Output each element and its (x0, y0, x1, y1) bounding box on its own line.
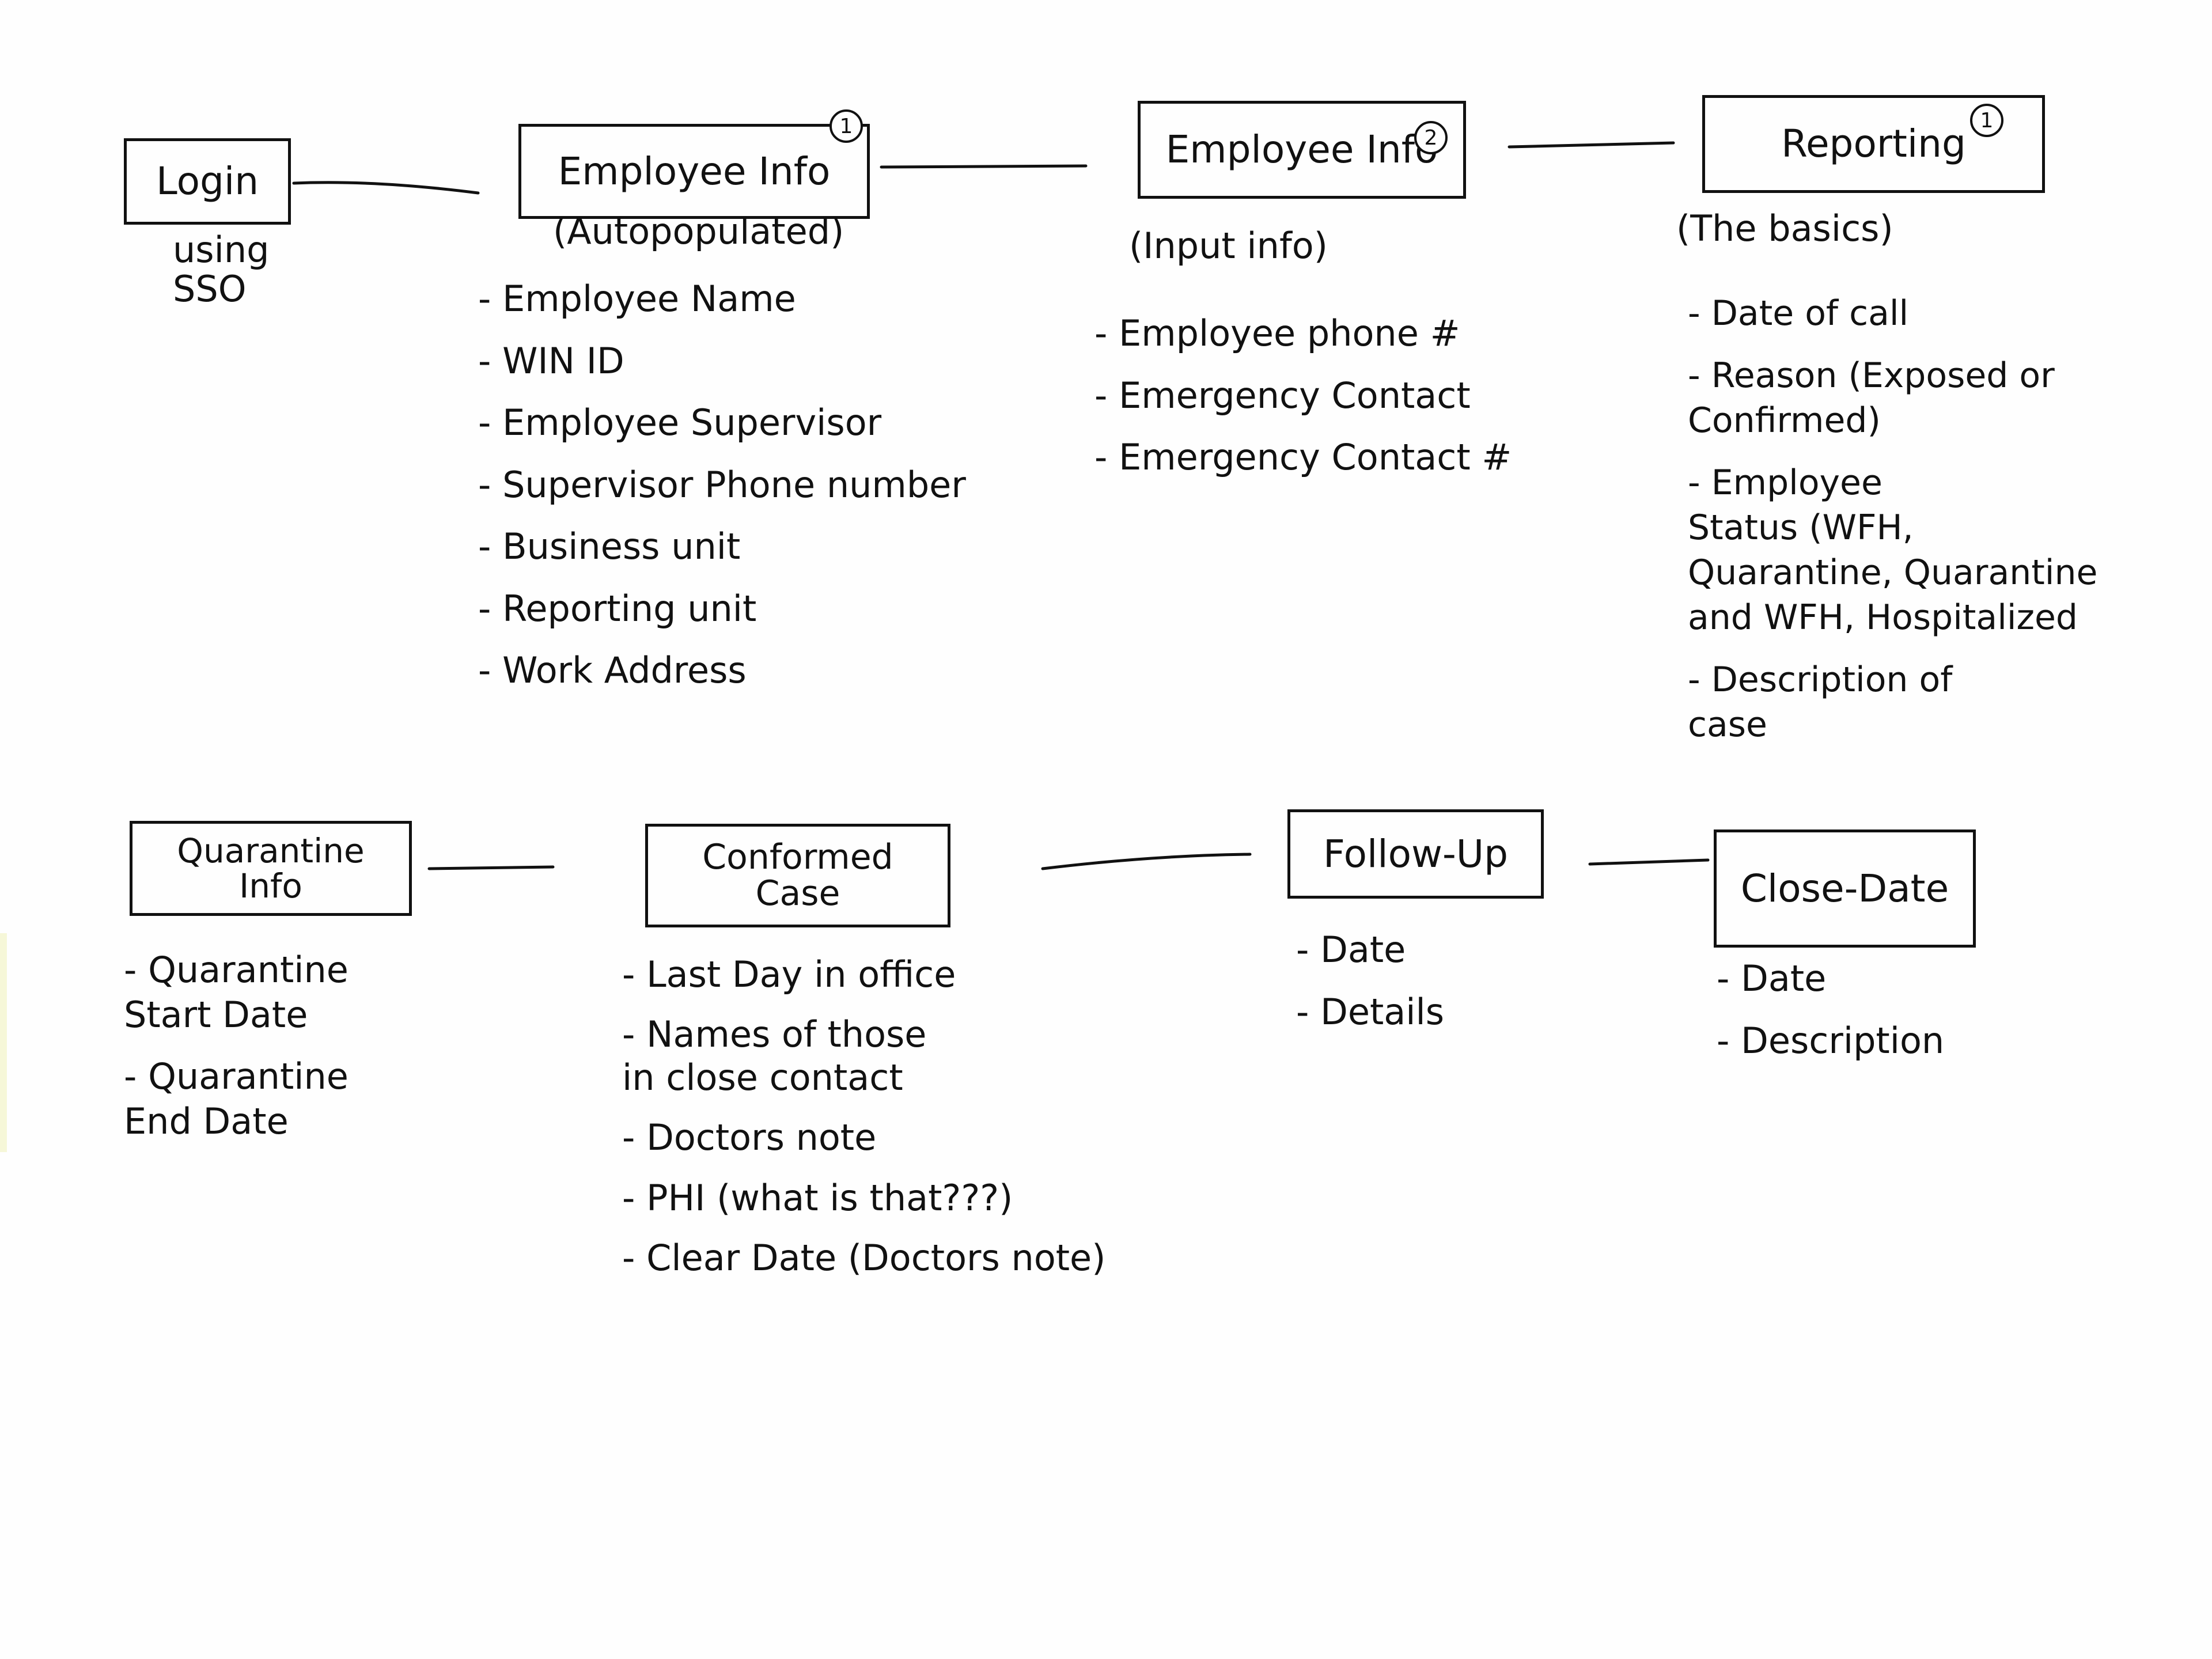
list-item: - Description (1717, 1019, 1945, 1062)
quarantine-info-fields: - Quarantine Start Date - Quarantine End… (124, 948, 349, 1161)
employee-info-2-fields: - Employee phone # - Emergency Contact -… (1094, 311, 1512, 497)
list-item: - Date of call (1688, 293, 1909, 334)
confirmed-case-title: Conformed Case (702, 837, 893, 914)
follow-up-fields: - Date - Details (1296, 927, 1444, 1051)
list-item: - Employee Status (WFH, Quarantine, Quar… (1688, 463, 2098, 638)
list-item: - Clear Date (Doctors note) (622, 1236, 1106, 1279)
list-item: - Reporting unit (478, 587, 757, 630)
list-item: - Quarantine Start Date (124, 949, 349, 1036)
list-item: - Details (1296, 990, 1445, 1033)
list-item: - Quarantine End Date (124, 1055, 349, 1142)
list-item: - PHI (what is that???) (622, 1176, 1013, 1219)
employee-info-2-badge: 2 (1414, 121, 1448, 154)
list-item: - Date (1296, 929, 1406, 971)
reporting-title: Reporting (1781, 122, 1966, 166)
list-item: - WIN ID (478, 339, 624, 382)
reporting-fields: - Date of call - Reason (Exposed or Conf… (1688, 291, 2097, 764)
connector-employee-info-1-employee-info-2 (880, 164, 1088, 169)
list-item: - Business unit (478, 525, 741, 567)
connector-employee-info-2-reporting (1508, 141, 1675, 149)
list-item: - Doctors note (622, 1116, 877, 1159)
connector-login-employee-info-1 (292, 181, 480, 195)
list-item: - Reason (Exposed or Confirmed) (1688, 355, 2055, 441)
employee-info-2-box: Employee Info (1138, 101, 1466, 199)
list-item: - Employee Name (478, 278, 796, 320)
login-subtitle: using SSO (173, 229, 270, 310)
close-date-box: Close-Date (1714, 830, 1976, 948)
employee-info-1-fields: - Employee Name - WIN ID - Employee Supe… (478, 276, 966, 710)
list-item: - Supervisor Phone number (478, 463, 966, 506)
list-item: - Employee phone # (1094, 312, 1460, 354)
employee-info-2-title: Employee Info (1165, 127, 1438, 172)
login-title: Login (156, 159, 259, 204)
quarantine-info-box: Quarantine Info (130, 821, 412, 916)
employee-info-1-badge: 1 (830, 109, 863, 143)
close-date-title: Close-Date (1740, 866, 1949, 911)
employee-info-1-title: Employee Info (558, 149, 831, 194)
employee-info-1-box: Employee Info (518, 124, 870, 219)
login-box: Login (124, 138, 291, 225)
follow-up-box: Follow-Up (1287, 809, 1544, 899)
confirmed-case-fields: - Last Day in office - Names of those in… (622, 953, 1105, 1297)
reporting-subtitle: (The basics) (1676, 207, 1893, 249)
close-date-fields: - Date - Description (1717, 956, 1944, 1080)
reporting-box: Reporting (1702, 95, 2045, 193)
list-item: - Last Day in office (622, 953, 956, 995)
quarantine-info-title: Quarantine Info (177, 831, 365, 906)
confirmed-case-box: Conformed Case (645, 824, 950, 927)
list-item: - Description of case (1688, 660, 1953, 745)
employee-info-2-subtitle: (Input info) (1129, 225, 1328, 267)
list-item: - Employee Supervisor (478, 402, 882, 444)
follow-up-title: Follow-Up (1323, 831, 1509, 876)
connector-confirmed-follow-up (1041, 853, 1252, 870)
connector-quarantine-confirmed (427, 865, 555, 870)
list-item: - Emergency Contact # (1094, 436, 1512, 478)
list-item: - Work Address (478, 649, 747, 691)
reporting-badge: 1 (1970, 104, 2003, 137)
employee-info-1-subtitle: (Autopopulated) (553, 210, 844, 252)
list-item: - Date (1717, 957, 1827, 999)
paper-edge (0, 933, 7, 1152)
list-item: - Names of those in close contact (622, 1013, 927, 1099)
connector-follow-up-close-date (1588, 858, 1710, 866)
list-item: - Emergency Contact (1094, 374, 1471, 416)
